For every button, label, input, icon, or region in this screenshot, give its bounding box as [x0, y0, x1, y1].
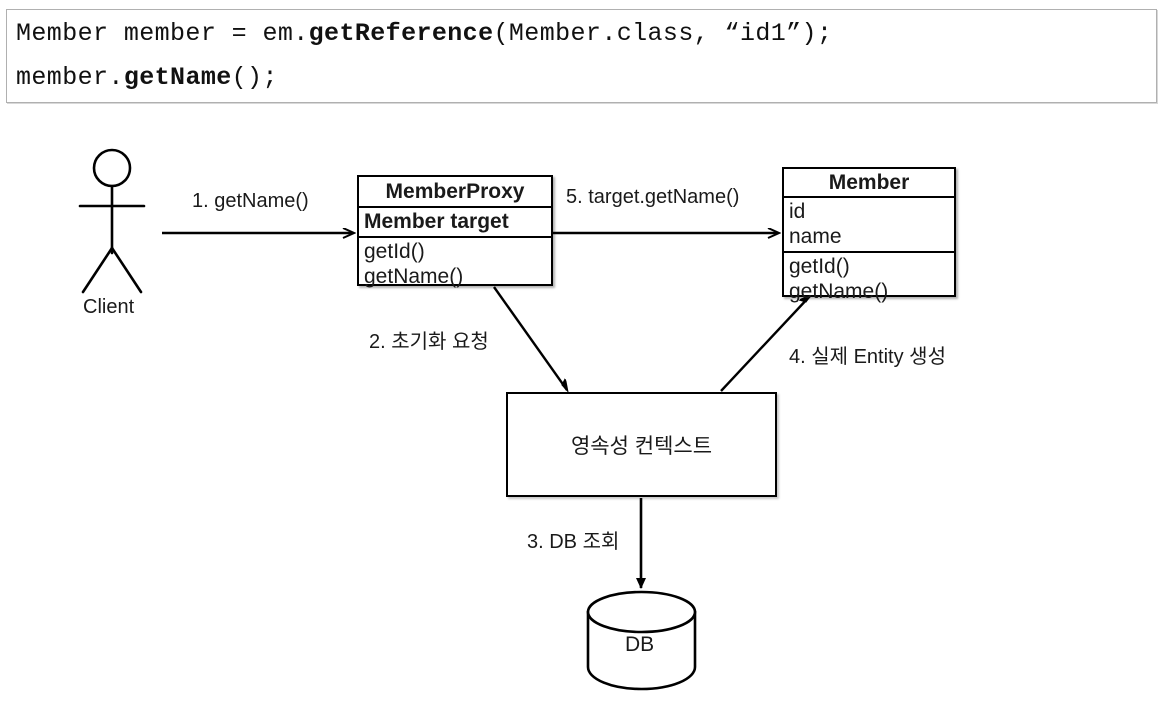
database-label: DB: [625, 633, 655, 656]
edge-2-label: 2. 초기화 요청: [369, 331, 489, 353]
edge-4-arrow: [720, 296, 810, 392]
member-method-getname: getName(): [789, 280, 889, 303]
code-snippet-box: Member member = em.getReference(Member.c…: [6, 9, 1157, 103]
code-text-2a: member.: [16, 63, 124, 92]
code-text-1b: getReference: [308, 19, 494, 48]
edge-5-label: 5. target.getName(): [566, 186, 740, 208]
class-box-member[interactable]: Member id name getId() getName(): [782, 167, 956, 303]
member-field-name: name: [789, 225, 842, 248]
memberproxy-attribute: Member target: [359, 208, 551, 238]
code-text-2b: getName: [123, 63, 232, 92]
code-text-1a: Member member = em.: [16, 19, 309, 48]
member-fields: id name: [784, 198, 954, 251]
code-line-2: member.getName();: [7, 56, 1156, 100]
code-text-1c: (Member.class, “id1”);: [493, 19, 833, 48]
persistence-context-box[interactable]: 영속성 컨텍스트: [506, 392, 777, 497]
member-field-id: id: [789, 200, 806, 223]
memberproxy-methods: getId() getName(): [359, 238, 551, 289]
member-title: Member: [784, 169, 954, 198]
memberproxy-method-getname: getName(): [364, 265, 464, 288]
edge-4-label: 4. 실제 Entity 생성: [789, 346, 946, 368]
edge-2-arrow: [493, 286, 567, 390]
memberproxy-title: MemberProxy: [359, 177, 551, 208]
edge-3-label: 3. DB 조회: [527, 531, 620, 553]
code-text-2c: ();: [231, 63, 278, 92]
code-line-1: Member member = em.getReference(Member.c…: [7, 10, 1156, 56]
memberproxy-method-getid: getId(): [364, 240, 425, 263]
actor-client-icon: [78, 148, 146, 294]
member-methods: getId() getName(): [784, 251, 954, 304]
edge-1-label: 1. getName(): [192, 190, 309, 212]
member-method-getid: getId(): [789, 255, 850, 278]
actor-client-label: Client: [83, 296, 135, 318]
persistence-context-label: 영속성 컨텍스트: [570, 434, 713, 458]
class-box-memberproxy[interactable]: MemberProxy Member target getId() getNam…: [357, 175, 553, 289]
database-cylinder-icon: [586, 590, 697, 691]
